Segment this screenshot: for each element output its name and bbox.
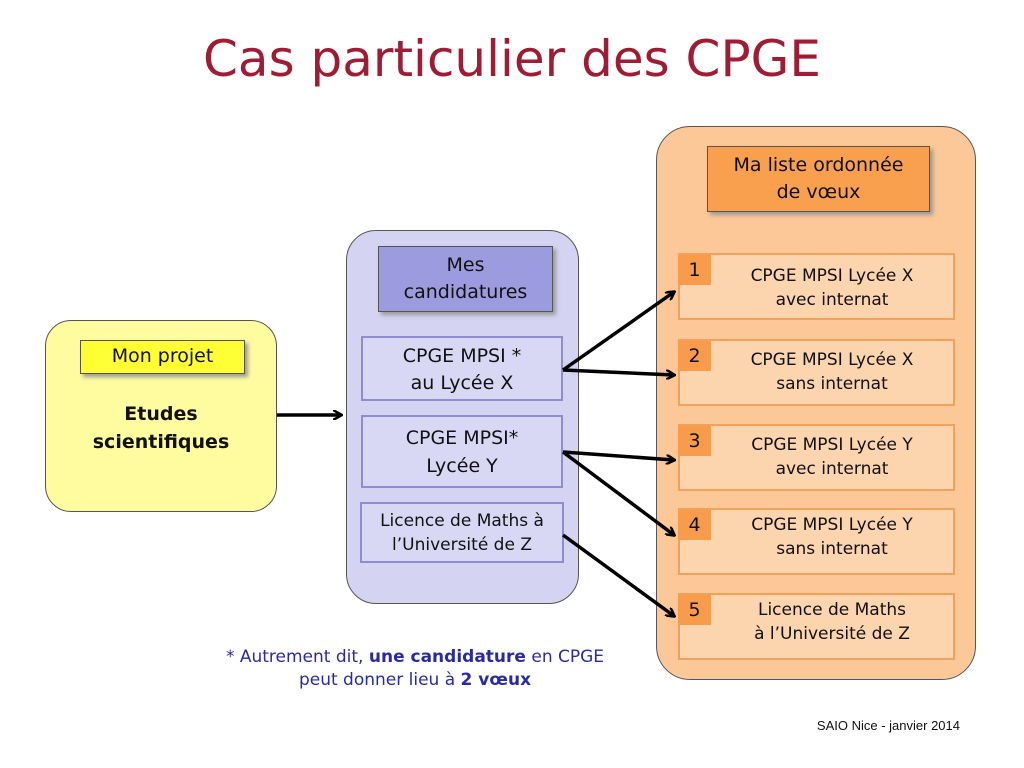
footnote-middle: en CPGE [525,647,605,667]
candidature-line2: l’Université de Z [392,535,532,555]
projet-text: Etudes scientifiques [45,400,277,456]
candidature-line1: Licence de Maths à [380,511,544,531]
voeu-line2: sans internat [776,539,888,559]
projet-text-line1: Etudes [124,403,198,425]
voeu-line1: CPGE MPSI Lycée Y [751,515,913,535]
projet-text-line2: scientifiques [92,431,230,453]
voeux-label-line2: de vœux [776,181,861,203]
voeu-item [678,253,955,320]
voeu-line2: sans internat [776,374,888,394]
voeu-item [678,593,955,660]
voeux-label-line1: Ma liste ordonnée [733,154,904,176]
voeu-text: CPGE MPSI Lycée X avec internat [712,264,952,312]
candidature-line2: au Lycée X [410,372,514,394]
voeu-line1: CPGE MPSI Lycée Y [751,435,913,455]
footnote-bold1: une candidature [368,647,526,667]
arrow-cand2-to-voeu4 [561,450,674,535]
candidature-item: CPGE MPSI * au Lycée X [361,336,563,401]
candidature-item: CPGE MPSI* Lycée Y [361,415,563,488]
footnote-line2: peut donner lieu à 2 vœux [180,669,650,692]
footnote-prefix: * Autrement dit, [225,647,369,667]
arrow-cand2-to-voeu3 [562,450,674,460]
voeu-line1: Licence de Maths [757,600,907,620]
page-title: Cas particulier des CPGE [203,30,821,88]
voeu-number: 1 [678,255,711,285]
footnote-line1: * Autrement dit, une candidature en CPGE [180,646,650,669]
voeu-number: 2 [678,341,711,371]
voeu-text: CPGE MPSI Lycée Y avec internat [712,433,952,481]
candidature-line1: CPGE MPSI * [402,345,522,367]
candidatures-label: Mes candidatures [378,246,553,312]
projet-label: Mon projet [80,340,245,374]
candidatures-label-line1: Mes [446,254,485,276]
candidature-line2: Lycée Y [426,455,498,477]
candidatures-label-line2: candidatures [403,281,528,303]
arrow-cand1-to-voeu2 [562,368,674,375]
voeu-item [678,339,955,406]
voeu-text: CPGE MPSI Lycée Y sans internat [712,513,952,561]
voeu-line1: CPGE MPSI Lycée X [750,266,914,286]
voeu-item [678,508,955,575]
voeu-number: 4 [678,510,711,540]
voeu-text: CPGE MPSI Lycée X sans internat [712,348,952,396]
footnote-line2-prefix: peut donner lieu à [298,670,461,690]
arrow-cand3-to-voeu5 [561,533,674,616]
candidature-line1: CPGE MPSI* [405,427,519,449]
arrow-cand1-to-voeu1 [561,292,674,372]
source-credit: SAIO Nice - janvier 2014 [816,718,960,733]
voeu-line2: à l’Université de Z [754,624,910,644]
voeu-line2: avec internat [775,290,889,310]
footnote-bold2: 2 vœux [460,670,532,690]
voeux-label: Ma liste ordonnée de vœux [707,146,930,212]
voeu-item [678,424,955,491]
candidature-item: Licence de Maths à l’Université de Z [360,502,564,563]
footnote: * Autrement dit, une candidature en CPGE… [180,646,650,692]
voeu-line1: CPGE MPSI Lycée X [750,350,914,370]
voeu-line2: avec internat [775,459,889,479]
voeu-number: 5 [678,595,711,625]
voeu-number: 3 [678,426,711,456]
voeu-text: Licence de Maths à l’Université de Z [712,598,952,646]
